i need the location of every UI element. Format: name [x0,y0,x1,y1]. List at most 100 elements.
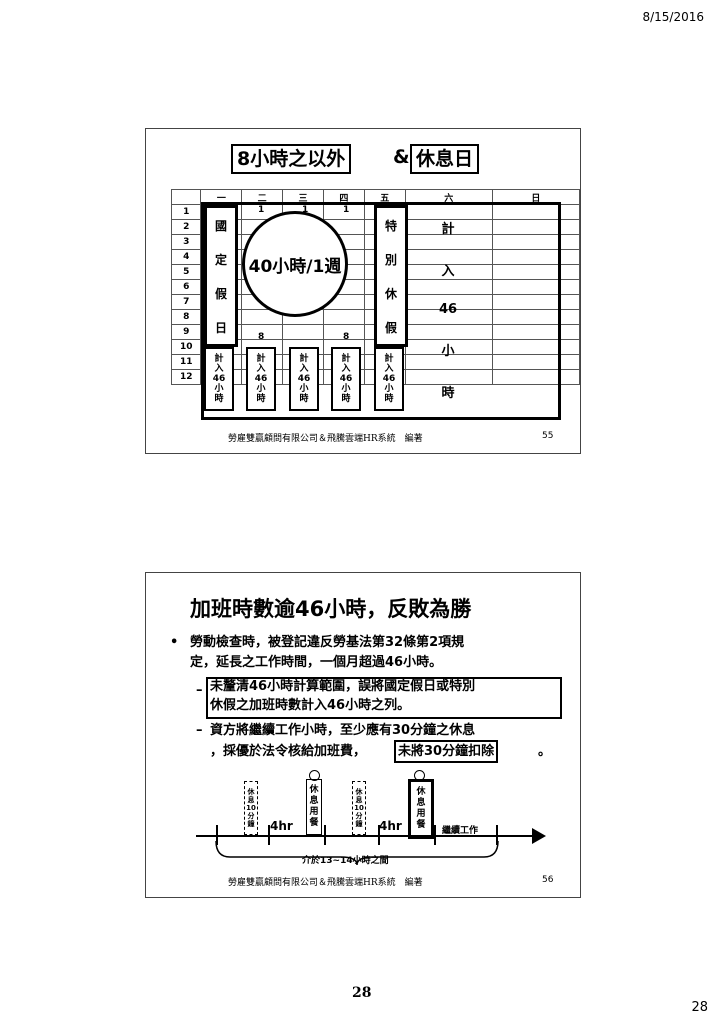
slide-page-number: 55 [542,431,554,441]
overtime-char: 時 [341,394,351,404]
rest-char: 息 [247,796,255,804]
rest-10min-box-2: 休 息 10 分 鐘 [352,781,366,835]
label-4hr-1: 4hr [270,819,293,833]
title-box-8hours: 8小時之以外 [231,144,352,174]
saturday-char: 計 [441,222,455,238]
fixed-holiday-char: 日 [214,320,227,335]
row-number: 11 [170,354,202,370]
slide-title: 加班時數逾46小時，反敗為勝 [190,597,472,621]
overtime-char: 入 [256,364,266,374]
special-leave-char: 假 [384,320,397,335]
rest-char: 分 [355,812,363,820]
row-number: 12 [170,369,202,385]
meal-char: 息 [309,796,319,806]
weekly-hours-circle: 40小時/1週 [242,211,348,317]
overtime-char: 入 [214,364,224,374]
calendar-cell [491,249,581,265]
overtime-char: 46 [339,374,353,384]
overtime-char: 小 [256,384,266,394]
timeline-tick [268,825,270,845]
overtime-char: 46 [254,374,268,384]
row-number: 6 [170,279,202,295]
brace-label: 介於13~14小時之間 [302,856,389,866]
highlight-box-sub1 [206,677,562,719]
overtime-char: 小 [299,384,309,394]
sub1-line-1: 未釐清46小時計算範圍，誤將國定假日或特別 [210,679,476,694]
overtime-char: 入 [299,364,309,374]
special-leave-box: 特 別 休 假 [374,205,408,347]
sub-dash-1: – [196,683,203,698]
tue-num-8: 8 [258,332,265,342]
meal-char: 息 [416,798,426,808]
timeline-tick [216,825,218,845]
timeline-tick [324,825,326,845]
calendar-cell [491,204,581,220]
meal-char: 休 [416,787,426,797]
row-number: 8 [170,309,202,325]
weekday-sat: 六 [404,189,493,205]
rest-char: 息 [355,796,363,804]
overtime-char: 小 [341,384,351,394]
rest-char: 鐘 [355,820,363,828]
bullet-mark: • [170,635,179,650]
meal-char: 餐 [309,818,319,828]
bullet-line-2: 定，延長之工作時間，一個月超過46小時。 [190,655,443,670]
rest-char: 休 [355,788,363,796]
print-date: 8/15/2016 [642,10,704,24]
overtime-char: 入 [341,364,351,374]
title-box-rest-day: 休息日 [410,144,480,174]
saturday-char: 小 [441,343,455,359]
saturday-char: 入 [441,264,455,280]
fixed-holiday-box: 國 定 假 日 [204,205,238,347]
rest-char: 分 [247,812,255,820]
sub2-line-1: 資方將繼續工作小時，至少應有30分鐘之休息 [210,723,476,738]
overtime-char: 計 [384,354,394,364]
rest-char: 鐘 [247,820,255,828]
fixed-holiday-char: 假 [214,286,227,301]
rest-char: 休 [247,788,255,796]
calendar-cell [491,234,581,250]
title-ampersand: & [393,146,410,168]
duration-brace [215,840,499,865]
overtime-char: 46 [382,374,396,384]
calendar-cell [491,324,581,340]
meal-char: 餐 [416,820,426,830]
overtime-char: 小 [384,384,394,394]
weekday-tue: 二 [241,189,284,205]
page-center-number: 28 [352,985,372,1001]
calendar-cell [491,309,581,325]
calendar-cell [491,219,581,235]
row-number: 5 [170,264,202,280]
calendar-cell [491,279,581,295]
timeline-tick [496,825,498,845]
timeline-tick [378,825,380,845]
meal-break-box-1: 休 息 用 餐 [306,779,322,835]
fixed-holiday-char: 國 [214,218,227,233]
saturday-char: 46 [438,301,458,317]
overtime-char: 46 [212,374,226,384]
row-number: 10 [170,339,202,355]
highlight-box-sub2: 未將30分鐘扣除 [394,740,499,763]
slide-56: 加班時數逾46小時，反敗為勝 • 勞動檢查時，被登記違反勞基法第32條第2項規 … [145,572,581,898]
weekday-thu: 四 [322,189,365,205]
special-leave-char: 休 [384,286,397,301]
row-number: 7 [170,294,202,310]
weekday-mon: 一 [200,189,243,205]
overtime-char: 計 [299,354,309,364]
page-corner-number: 28 [691,1000,708,1015]
meal-char: 休 [309,785,319,795]
fixed-holiday-char: 定 [214,252,227,267]
overtime-char: 計 [214,354,224,364]
row-number: 2 [170,219,202,235]
calendar-cell [491,264,581,280]
overtime-char: 小 [214,384,224,394]
pin-icon [309,770,320,781]
calendar-cell [491,369,581,385]
weekly-hours-text: 40小時/1週 [248,256,342,277]
overtime-char: 46 [297,374,311,384]
weekday-sun: 日 [491,189,581,205]
